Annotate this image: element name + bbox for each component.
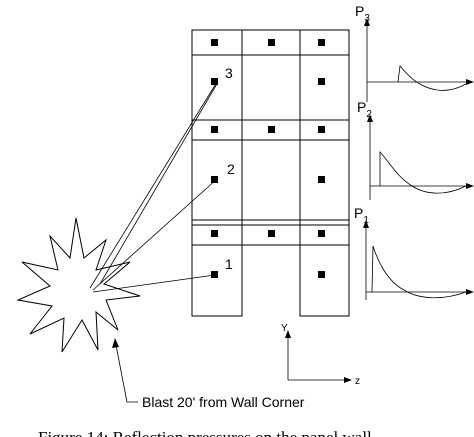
figure-caption: Figure 14: Reflection pressures on the p… xyxy=(38,428,372,437)
point-label-1: 1 xyxy=(225,256,233,272)
gauge-marker xyxy=(211,39,218,46)
gauge-marker xyxy=(211,230,218,237)
gauge-marker xyxy=(211,126,218,133)
gauge-marker xyxy=(318,176,325,183)
pressure-label-1: P1 xyxy=(354,205,369,226)
gauge-markers xyxy=(211,39,325,278)
point-label-2: 2 xyxy=(227,161,235,177)
z-axis-label: z xyxy=(355,376,360,387)
y-axis-arrow xyxy=(285,330,291,338)
blast-leader-arrow xyxy=(112,338,119,348)
z-axis-arrow xyxy=(344,377,352,383)
pressure-plot-2: P2 xyxy=(357,99,474,200)
blast-label: Blast 20' from Wall Corner xyxy=(142,394,305,410)
gauge-marker xyxy=(318,230,325,237)
point-label-3: 3 xyxy=(225,65,233,81)
gauge-marker xyxy=(318,78,325,85)
blast-leader-line xyxy=(114,339,138,403)
pressure-label-2: P2 xyxy=(357,99,372,120)
pressure-plot-3: P3 xyxy=(355,3,474,102)
gauge-marker xyxy=(268,126,275,133)
gauge-marker xyxy=(318,39,325,46)
gauge-marker xyxy=(211,176,218,183)
coordinate-axes: Y z xyxy=(281,323,360,387)
pressure-plot-1: P1 xyxy=(354,205,474,300)
gauge-marker xyxy=(318,126,325,133)
gauge-marker xyxy=(318,271,325,278)
gauge-marker xyxy=(268,230,275,237)
blast-rays xyxy=(89,81,219,293)
pressure-label-3: P3 xyxy=(355,3,370,24)
building-frame xyxy=(191,29,350,317)
gauge-marker xyxy=(268,39,275,46)
frame-outline-top xyxy=(191,29,350,221)
gauge-marker xyxy=(211,271,218,278)
gauge-marker xyxy=(211,78,218,85)
blast-star-icon xyxy=(16,217,141,353)
y-axis-label: Y xyxy=(281,323,288,334)
